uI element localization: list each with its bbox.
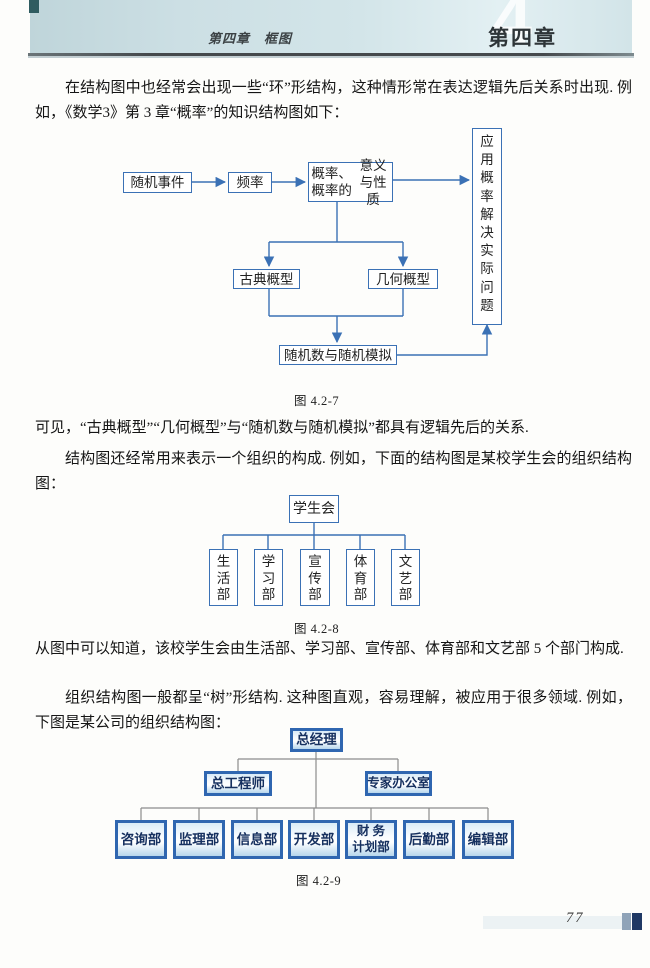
header-underline-shadow	[28, 56, 634, 58]
fig429-lines	[140, 752, 489, 820]
node-study-dept-text: 学习部	[261, 554, 276, 602]
node-finance-line2: 计划部	[352, 839, 390, 854]
node-finance-planning-dept: 财 务 计划部	[345, 820, 397, 859]
paragraph-tree-structure: 组织结构图一般都呈“树”形结构. 这种图直观，容易理解，被应用于很多领域. 例如…	[35, 690, 632, 731]
figure-4-2-8: 学生会 生活部 学习部 宣传部 体育部 文艺部 图 4.2-8	[0, 488, 650, 638]
node-editorial-dept: 编辑部	[462, 820, 514, 859]
node-general-manager: 总经理	[290, 728, 343, 752]
node-apply-probability: 应用概率解决实际问题	[472, 128, 502, 325]
fig427-lines	[192, 174, 493, 356]
footer-tint-band	[483, 916, 623, 929]
figure-4-2-9: 总经理 总工程师 专家办公室 咨询部 监理部 信息部 开发部 财 务 计划部 后…	[0, 724, 650, 888]
chapter-label: 第四章	[488, 27, 557, 50]
node-life-dept-text: 生活部	[216, 554, 231, 602]
node-consulting-dept: 咨询部	[115, 820, 167, 859]
node-arts-dept: 文艺部	[391, 549, 420, 606]
node-arts-dept-text: 文艺部	[398, 554, 413, 602]
node-finance-line1: 财 务	[356, 824, 386, 838]
page-number: 77	[566, 910, 585, 926]
header-underline	[28, 53, 634, 56]
paragraph-intro: 在结构图中也经常会出现一些“环”形结构，这种情形常在表达逻辑先后关系时出现. 例…	[35, 80, 632, 121]
paragraph-org-intro: 结构图还经常用来表示一个组织的构成. 例如，下面的结构图是某校学生会的组织结构图…	[35, 451, 632, 492]
node-random-event: 随机事件	[123, 172, 192, 193]
node-sports-dept-text: 体育部	[353, 554, 368, 602]
footer-square-light	[622, 913, 631, 930]
fig429-caption: 图 4.2-9	[296, 874, 342, 888]
node-random-simulation: 随机数与随机模拟	[279, 345, 397, 365]
node-information-dept: 信息部	[231, 820, 283, 859]
node-student-union: 学生会	[289, 495, 339, 523]
corner-mark	[29, 0, 39, 13]
paragraph-conclusion: 可见，“古典概型”“几何概型”与“随机数与随机模拟”都具有逻辑先后的关系.	[35, 420, 529, 436]
node-expert-office: 专家办公室	[365, 771, 432, 796]
node-study-dept: 学习部	[254, 549, 283, 606]
chapter-header-band: 4	[30, 0, 632, 60]
node-logistics-dept: 后勤部	[403, 820, 455, 859]
node-apply-probability-text: 应用概率解决实际问题	[480, 134, 494, 313]
node-classical-model: 古典概型	[233, 269, 300, 289]
node-geometric-model: 几何概型	[368, 269, 438, 289]
footer-square-dark	[632, 913, 642, 930]
node-development-dept: 开发部	[288, 820, 340, 859]
node-probability-line1: 概率、概率的	[311, 166, 352, 198]
fig427-caption: 图 4.2-7	[294, 394, 340, 408]
chapter-watermark-numeral: 4	[492, 0, 533, 60]
node-chief-engineer: 总工程师	[204, 771, 272, 796]
fig428-lines	[222, 523, 406, 549]
node-sports-dept: 体育部	[346, 549, 375, 606]
node-life-dept: 生活部	[209, 549, 238, 606]
node-publicity-dept-text: 宣传部	[308, 554, 322, 602]
paragraph-union-summary: 从图中可以知道，该校学生会由生活部、学习部、宣传部、体育部和文艺部 5 个部门构…	[35, 641, 624, 657]
node-frequency: 频率	[228, 172, 272, 193]
fig428-caption: 图 4.2-8	[294, 622, 340, 636]
figure-4-2-7: 随机事件 频率 概率、概率的 意义与性质 古典概型 几何概型 随机数与随机模拟 …	[0, 120, 650, 412]
node-publicity-dept: 宣传部	[300, 549, 330, 606]
node-supervision-dept: 监理部	[173, 820, 225, 859]
node-probability-meaning: 概率、概率的 意义与性质	[308, 158, 393, 207]
running-title: 第四章 框图	[208, 31, 293, 46]
node-probability-line2: 意义与性质	[359, 157, 387, 207]
